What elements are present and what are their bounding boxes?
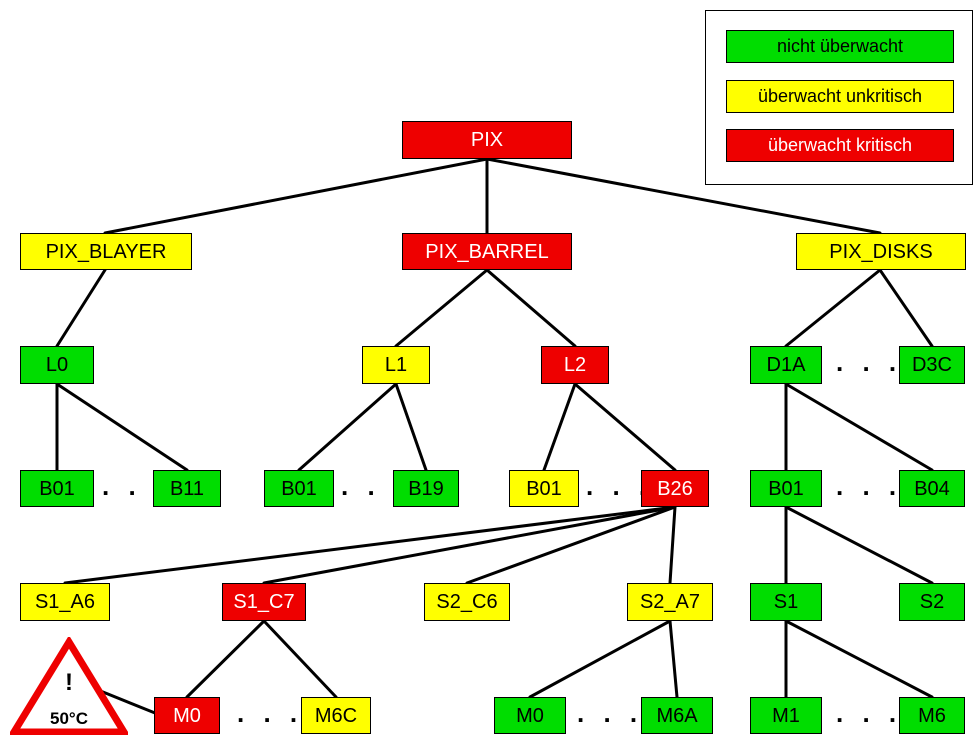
edge-s2a7-m6a: [668, 619, 679, 699]
ellipsis-l2-b: . . .: [586, 471, 653, 501]
edge-b26-s1a6: [63, 505, 677, 585]
ellipsis-l1-b: . . .: [341, 471, 408, 501]
warning-triangle-shape: [7, 635, 131, 736]
edge-barrel-l2: [485, 268, 577, 348]
node-l2: L2: [541, 346, 609, 384]
node-a7-m6a: M6A: [641, 697, 713, 734]
edge-l1-b19: [394, 382, 428, 472]
node-d-b01: B01: [750, 470, 822, 507]
edge-s2a7-m0: [528, 619, 672, 699]
legend-item-not-monitored: nicht überwacht: [726, 30, 954, 63]
node-s1-c7: S1_C7: [222, 583, 306, 621]
node-s2-a7: S2_A7: [627, 583, 713, 621]
edge-l2-b26: [573, 382, 677, 472]
edge-l1-b01: [297, 382, 398, 472]
node-d-s1: S1: [750, 583, 822, 621]
edge-b26-s2c6: [465, 505, 677, 585]
node-l0: L0: [20, 346, 94, 384]
ellipsis-c7-m: . . .: [237, 698, 304, 728]
edge-s1c7-m6c: [262, 619, 338, 699]
edge-l2-b01: [542, 382, 577, 472]
node-c7-m0: M0: [154, 697, 220, 734]
ellipsis-a7-m: . . .: [577, 698, 644, 728]
legend-item-monitored-critical: überwacht kritisch: [726, 129, 954, 162]
edge-pix-blayer: [103, 157, 489, 235]
legend: nicht überwacht überwacht unkritisch übe…: [705, 10, 973, 185]
edge-ds1-m6: [784, 619, 934, 699]
edge-d1a-b04: [784, 382, 934, 472]
node-pix-blayer: PIX_BLAYER: [20, 233, 192, 270]
warning-exclamation: !: [65, 669, 73, 696]
node-l1: L1: [362, 346, 430, 384]
node-d-b04: B04: [899, 470, 965, 507]
node-d-m1: M1: [750, 697, 822, 734]
edge-b26-s1c7: [262, 505, 677, 585]
node-l2-b01: B01: [509, 470, 579, 507]
node-l1-b01: B01: [264, 470, 334, 507]
node-pix-barrel: PIX_BARREL: [402, 233, 572, 270]
edge-disks-d1a: [784, 268, 882, 348]
ellipsis-l0-b: . . .: [102, 471, 169, 501]
warning-temperature: 50°C: [50, 709, 88, 728]
node-c7-m6c: M6C: [301, 697, 371, 734]
edge-l0-b11: [55, 382, 189, 472]
edge-blayer-l0: [55, 268, 107, 348]
edge-b26-s2a7: [668, 505, 677, 585]
node-d-m6: M6: [899, 697, 965, 734]
node-l2-b26: B26: [641, 470, 709, 507]
edge-barrel-l1: [394, 268, 489, 348]
node-d3c: D3C: [899, 346, 965, 384]
node-pix-disks: PIX_DISKS: [796, 233, 966, 270]
node-d-s2: S2: [899, 583, 965, 621]
node-l0-b01: B01: [20, 470, 94, 507]
edge-pix-disks: [485, 157, 882, 235]
ellipsis-d-b: . . .: [836, 471, 903, 501]
edge-warning-m0: [96, 688, 157, 715]
node-s1-a6: S1_A6: [20, 583, 110, 621]
edge-disks-d3c: [878, 268, 934, 348]
ellipsis-d-m: . . .: [836, 698, 903, 728]
ellipsis-d1a-d3c: . . .: [836, 347, 903, 377]
node-pix: PIX: [402, 121, 572, 159]
legend-item-monitored-uncritical: überwacht unkritisch: [726, 80, 954, 113]
node-d1a: D1A: [750, 346, 822, 384]
warning-triangle-icon: ! 50°C: [7, 635, 131, 736]
node-l1-b19: B19: [393, 470, 459, 507]
node-a7-m0: M0: [494, 697, 566, 734]
node-l0-b11: B11: [153, 470, 221, 507]
node-s2-c6: S2_C6: [424, 583, 510, 621]
edge-s1c7-m0: [185, 619, 266, 699]
edge-db01-s2: [784, 505, 934, 585]
